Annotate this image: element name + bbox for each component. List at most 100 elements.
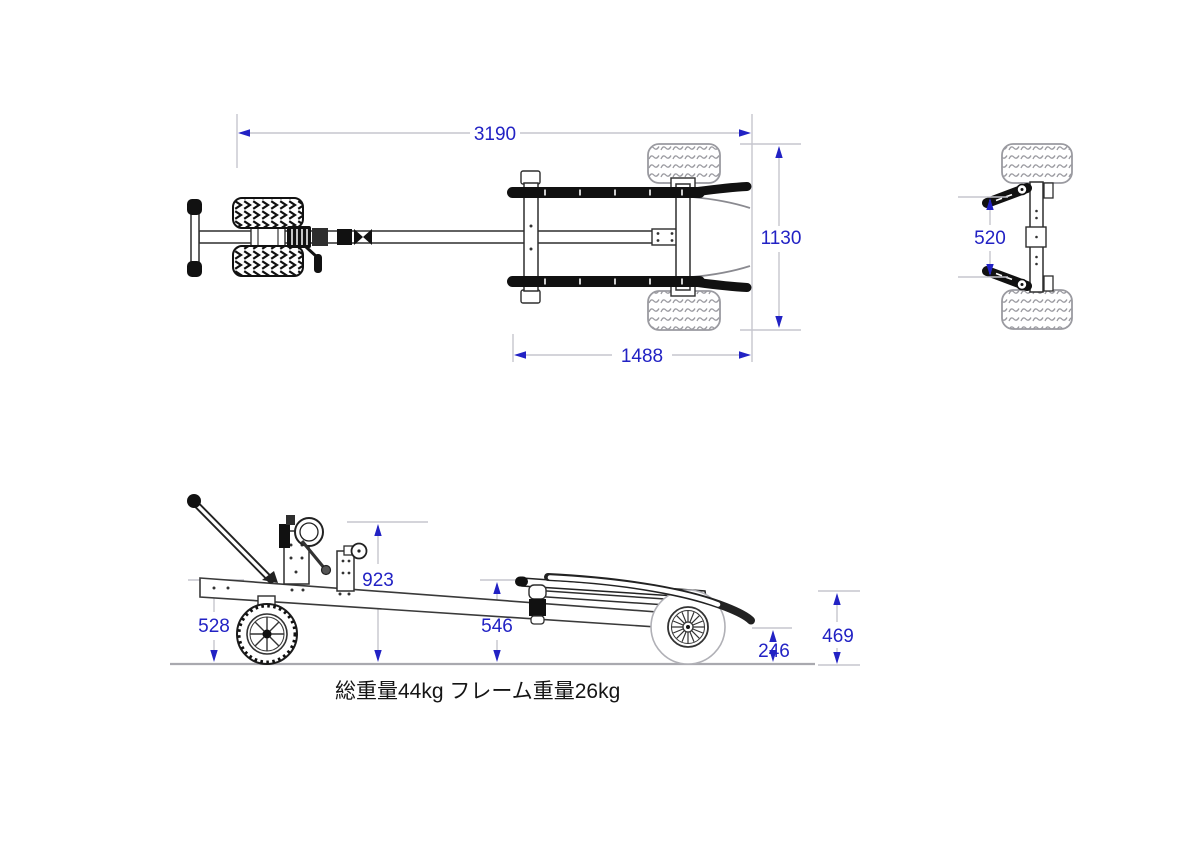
- side-view: 528 923 546 246 469: [170, 494, 860, 666]
- rear-view: 520: [958, 143, 1073, 330]
- rear-wheel-right-plan: [647, 143, 721, 184]
- bracket-clamp: [529, 599, 546, 616]
- crossmember-end-tab-bottom: [520, 289, 541, 304]
- bunk-rail-front-cap: [515, 576, 528, 587]
- mount-bracket-bottom: [1043, 275, 1054, 292]
- dim-bunk-spacing: 520: [958, 196, 1008, 278]
- stern-bracket-side: [528, 584, 547, 625]
- hub-dot: [686, 625, 690, 629]
- rim-inner: [249, 616, 285, 652]
- arrow-up-icon: [986, 198, 994, 210]
- arrow-down-icon: [986, 264, 994, 276]
- arrow-up-icon: [374, 524, 382, 536]
- bracket-top-roller: [528, 584, 547, 600]
- axle-crossmember-plan: [675, 183, 691, 291]
- winch-drum-inner: [299, 522, 319, 542]
- beam-joint-plate: [651, 228, 679, 246]
- winch-handle-grip: [314, 254, 322, 273]
- arrow-left-icon: [238, 129, 250, 137]
- dim-rear-frame-length-value: 1488: [621, 346, 663, 367]
- dim-coupler-height-value: 528: [198, 616, 230, 637]
- crossmember-end-tab-top: [520, 170, 541, 185]
- front-crossmember-plan: [523, 182, 539, 292]
- dim-frame-front-height-value: 546: [481, 616, 513, 637]
- hand-bar-ball: [187, 494, 201, 508]
- arrow-down-icon: [769, 650, 777, 662]
- guide-pole-side-fill: [547, 575, 721, 607]
- bunk-ticks: [544, 189, 683, 196]
- guide-wire-left-plan: [691, 265, 751, 278]
- joint-plate: [651, 228, 679, 246]
- bolt-dot: [529, 247, 533, 251]
- bunk-arm-top: [982, 183, 1032, 208]
- extension-ticks: [958, 196, 1008, 278]
- bolt-dot: [529, 224, 533, 228]
- bunk-rail: [507, 187, 705, 198]
- front-tire-top-plan: [232, 197, 304, 229]
- post-bolt-dots: [1035, 209, 1038, 266]
- pivot-dot: [1020, 188, 1024, 191]
- dim-winch-height-value: 923: [362, 570, 394, 591]
- arrow-right-icon: [739, 351, 751, 359]
- dim-frame-front-height: 546: [480, 579, 518, 662]
- dim-rear-frame-length: 1488: [512, 334, 751, 367]
- t-handle-bar: [190, 206, 200, 270]
- bolt-dot: [656, 239, 660, 242]
- beam-bolt-dots: [212, 586, 351, 596]
- t-handle-grip-top: [187, 199, 202, 215]
- bow-stop-post: [336, 550, 355, 592]
- tire-knobs: [237, 604, 297, 664]
- rear-wheel-left-plan: [647, 290, 721, 331]
- coupler-bowtie-right: [363, 229, 372, 245]
- arrow-down-icon: [493, 650, 501, 662]
- bow-roller-axle: [357, 549, 361, 553]
- t-handle-grip-bottom: [187, 261, 202, 277]
- bracket-bottom-tab: [530, 615, 545, 625]
- dim-overall-width-value: 1130: [761, 228, 802, 249]
- dim-rear-tip-height: 246: [752, 627, 792, 662]
- arrow-up-icon: [493, 582, 501, 594]
- extension-ticks: [818, 590, 860, 666]
- arrow-down-icon: [210, 650, 218, 662]
- winch-bracket: [279, 524, 290, 548]
- front-tire-bottom-plan: [232, 245, 304, 277]
- bunk-left-plan: [507, 276, 705, 287]
- bolt-dot: [656, 232, 660, 235]
- dim-overall-length: 3190: [236, 114, 753, 362]
- arrow-down-icon: [833, 652, 841, 664]
- dim-rear-tip-height-value: 246: [758, 641, 790, 662]
- bolt-dot: [670, 239, 674, 242]
- dim-guide-pole-height: 469: [818, 590, 860, 666]
- winch-slits: [291, 229, 308, 245]
- winch-latch: [286, 515, 295, 525]
- guide-pole-left-plan: [693, 278, 752, 292]
- bunk-arm-bottom: [982, 266, 1032, 291]
- weight-caption: 総重量44kg フレーム重量26kg: [335, 680, 620, 703]
- hub: [262, 629, 272, 639]
- bunk-right-plan: [507, 187, 705, 198]
- arrow-up-icon: [775, 146, 783, 158]
- jockey-wheel-side: [236, 595, 298, 665]
- front-hub-plan: [250, 227, 286, 247]
- winch-body: [287, 226, 311, 248]
- winch-crank-knob: [320, 564, 332, 576]
- winch-gear: [312, 228, 328, 246]
- hand-bar-bracket: [262, 571, 278, 583]
- mount-bracket-top: [1043, 182, 1054, 199]
- rear-tire-bottom: [1001, 289, 1073, 330]
- rear-wheel-side: [650, 589, 726, 665]
- rim-inner: [671, 610, 705, 644]
- bunk-rail: [507, 276, 705, 287]
- dim-bunk-spacing-value: 520: [974, 228, 1006, 249]
- dim-overall-width: 1130: [740, 143, 802, 331]
- dim-overall-length-value: 3190: [474, 124, 516, 145]
- arrow-down-icon: [775, 316, 783, 328]
- coupler-block-plan: [337, 229, 352, 245]
- winch-crank-arm: [300, 539, 327, 571]
- hand-bar-fill: [195, 503, 271, 580]
- pivot-dot: [1020, 283, 1024, 286]
- winch-plan: [287, 226, 328, 273]
- bunk-ticks: [544, 278, 683, 285]
